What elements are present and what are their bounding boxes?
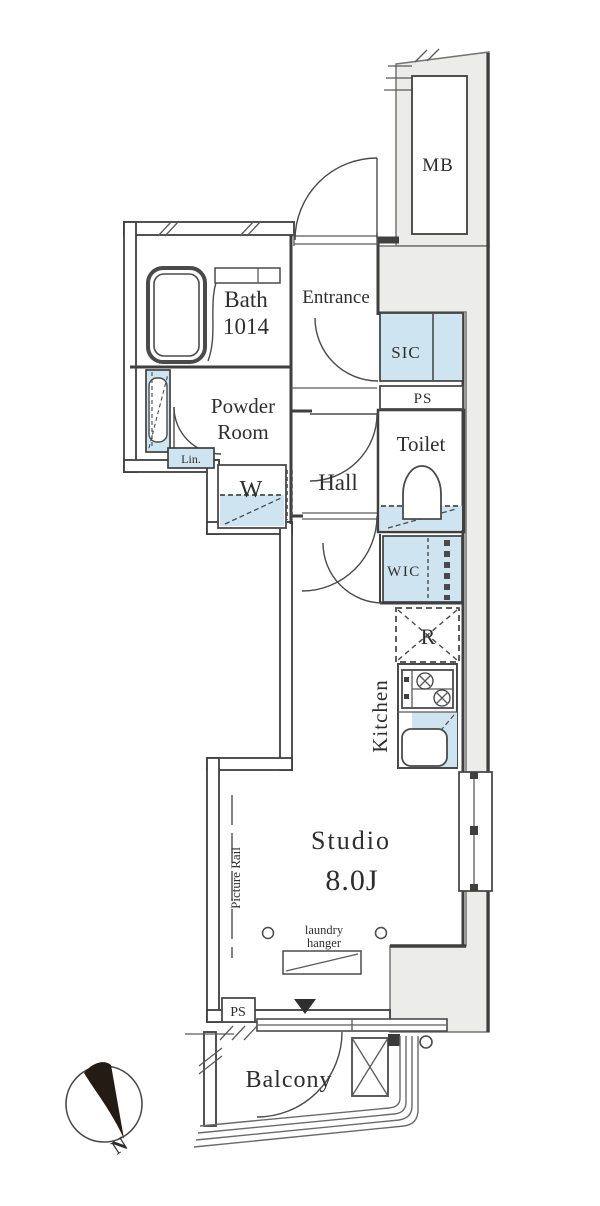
label-entrance: Entrance: [302, 287, 370, 308]
window-east: [458, 771, 493, 892]
label-ps-lower: PS: [230, 1005, 246, 1020]
vanity-sink-icon: [148, 377, 168, 443]
label-bath-size: 1014: [223, 314, 270, 339]
label-studio: Studio: [311, 826, 391, 855]
stove-icon: [401, 669, 454, 709]
top-wall-hatches: [157, 220, 262, 237]
toilet-icon: [402, 465, 442, 520]
balcony-wall-hatches: [185, 1025, 258, 1075]
balcony-edge-lines: [193, 1036, 419, 1148]
label-refrigerator: R: [421, 624, 436, 649]
entrance-door-arc: [294, 157, 378, 241]
ac-outdoor-unit-icon: [351, 1037, 389, 1097]
label-studio-size: 8.0J: [325, 864, 378, 897]
pipe-space-lower: [221, 997, 256, 1023]
balcony-door-arc: [256, 1031, 343, 1118]
laundry-hanger-icon: [261, 926, 388, 975]
label-powder-2: Room: [217, 420, 268, 444]
label-washer: W: [240, 477, 263, 503]
wall-studio-left: [206, 757, 220, 1023]
label-mb: MB: [422, 155, 454, 176]
label-wic: WIC: [387, 564, 421, 580]
bath-door-curve: [207, 271, 221, 362]
label-balcony: Balcony: [246, 1067, 333, 1093]
walk-in-closet: [382, 535, 463, 603]
drain-icon: [419, 1035, 433, 1049]
wall-continuation-hatches: [384, 48, 440, 91]
bath-counter: [214, 267, 281, 284]
label-ps-upper: PS: [414, 391, 433, 407]
balcony-partition-block: [388, 1034, 400, 1046]
kitchen-sink-icon: [401, 728, 448, 767]
hall-door-arc: [309, 413, 378, 482]
meter-box: [411, 75, 468, 235]
wall-left-upper: [123, 221, 137, 473]
label-linen: Lin.: [181, 452, 201, 466]
label-toilet: Toilet: [397, 432, 446, 456]
label-kitchen: Kitchen: [368, 679, 392, 752]
wall-notch-vertical: [279, 521, 293, 771]
interior-walls: [130, 235, 466, 948]
toilet-room-walls: [376, 408, 466, 534]
label-sic: SIC: [391, 343, 420, 362]
sic-door-arc: [314, 317, 379, 382]
pipe-space-upper: [379, 385, 464, 410]
label-picture-rail: Picture Rail: [228, 847, 243, 909]
studio-door-arc: [301, 515, 378, 592]
fixtures: [145, 266, 493, 1148]
wall-balcony-left: [203, 1031, 217, 1127]
compass-icon: N: [65, 1062, 143, 1159]
washer-space-fill: [220, 495, 284, 526]
label-bath: Bath: [224, 287, 268, 312]
balcony-sliding-window: [256, 1018, 448, 1032]
linen-closet: [167, 447, 215, 469]
label-laundry-1: laundry: [305, 923, 344, 937]
shoes-closet: [379, 312, 464, 382]
wic-door-arc: [322, 542, 384, 604]
label-powder-1: Powder: [211, 394, 275, 418]
label-hall: Hall: [318, 470, 358, 495]
bathtub-inner: [153, 273, 200, 357]
wall-top: [123, 221, 295, 236]
label-laundry-2: hanger: [307, 936, 342, 950]
room-labels: MB Bath 1014 Entrance SIC PS Toilet Powd…: [181, 155, 454, 1093]
entry-triangle-marker: [294, 999, 316, 1014]
